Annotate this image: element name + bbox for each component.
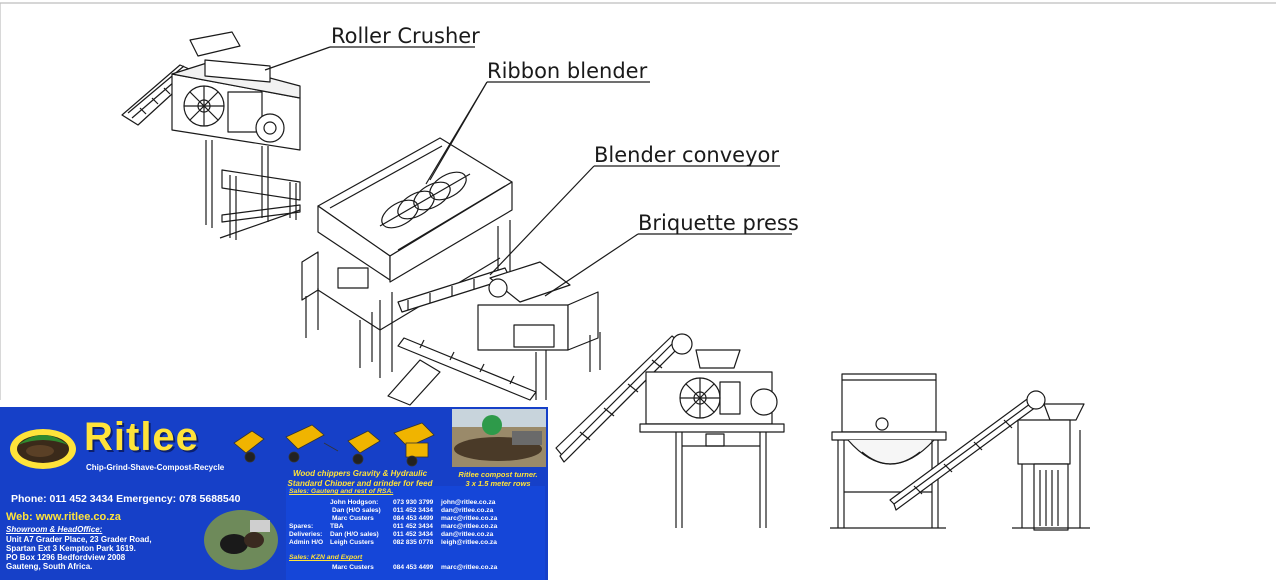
contact-name: Marc Custers xyxy=(332,564,374,571)
address-line-3: PO Box 1296 Bedfordview 2008 xyxy=(6,553,126,562)
contact-phone: 011 452 3434 xyxy=(393,531,433,538)
wood-chipper-images xyxy=(233,422,435,467)
brand-logo-text: Ritlee xyxy=(84,415,199,459)
ritlee-logo-icon xyxy=(10,429,76,469)
contact-row: Marc Custers 084 453 4499 marc@ritlee.co… xyxy=(289,515,545,523)
address-line-4: Gauteng, South Africa. xyxy=(6,562,93,571)
contact-row: Deliveries: Dan (H/O sales) 011 452 3434… xyxy=(289,531,545,539)
roller-crusher-drawing xyxy=(121,31,301,240)
callout-roller-crusher: Roller Crusher xyxy=(331,24,480,48)
contact-phone: 084 453 4499 xyxy=(393,564,434,571)
contact-name: Marc Custers xyxy=(332,515,374,522)
contact-phone: 073 930 3799 xyxy=(393,499,434,506)
compost-turner-photo xyxy=(452,409,546,467)
contact-email[interactable]: marc@ritlee.co.za xyxy=(441,523,498,530)
contact-name: John Hodgson: xyxy=(330,499,379,506)
turner-caption: Ritlee compost turner. 3 x 1.5 meter row… xyxy=(450,470,546,488)
blender-front-view-drawing xyxy=(830,373,947,529)
contact-name: Dan (H/O sales) xyxy=(330,531,379,538)
showroom-label: Showroom & HeadOffice: xyxy=(6,525,103,534)
callout-ribbon-blender: Ribbon blender xyxy=(487,59,648,83)
chipper-caption-line-2: Standard Chipper and grinder for feed xyxy=(287,479,433,488)
callout-briquette-press: Briquette press xyxy=(638,211,799,235)
contact-name: Leigh Custers xyxy=(330,539,374,546)
chipper-caption-line-1: Wood chippers Gravity & Hydraulic xyxy=(292,469,428,478)
contact-email[interactable]: dan@ritlee.co.za xyxy=(441,531,494,538)
contact-role: Spares: xyxy=(289,523,314,530)
website-line: Web: www.ritlee.co.za xyxy=(6,511,121,523)
phone-line: Phone: 011 452 3434 Emergency: 078 56885… xyxy=(11,493,241,505)
sales-kzn-heading: Sales: KZN and Export xyxy=(289,554,363,561)
contact-row: Dan (H/O sales) 011 452 3434 dan@ritlee.… xyxy=(289,507,545,515)
brand-tagline: Chip-Grind-Shave-Compost-Recycle xyxy=(86,463,225,472)
contact-name: TBA xyxy=(330,523,344,530)
address-line-2: Spartan Ext 3 Kempton Park 1619. xyxy=(6,544,136,553)
address-line-1: Unit A7 Grader Place, 23 Grader Road, xyxy=(6,535,152,544)
contact-row: Admin H/O Leigh Custers 082 835 0778 lei… xyxy=(289,539,545,547)
contact-role: Deliveries: xyxy=(289,531,323,538)
contact-phone: 082 835 0778 xyxy=(393,539,434,546)
contact-row: John Hodgson: 073 930 3799 john@ritlee.c… xyxy=(289,499,545,507)
contact-email[interactable]: leigh@ritlee.co.za xyxy=(441,539,497,546)
contact-role: Admin H/O xyxy=(289,539,324,546)
crusher-side-view-drawing xyxy=(555,333,785,528)
contact-name: Dan (H/O sales) xyxy=(332,507,381,514)
contact-email[interactable]: john@ritlee.co.za xyxy=(441,499,496,506)
contact-email[interactable]: marc@ritlee.co.za xyxy=(441,564,498,571)
chipper-caption: Wood chippers Gravity & Hydraulic Standa… xyxy=(276,469,444,489)
callout-blender-conveyor: Blender conveyor xyxy=(594,143,779,167)
contact-phone: 084 453 4499 xyxy=(393,515,434,522)
turner-caption-line-1: Ritlee compost turner. xyxy=(458,470,538,479)
press-front-view-drawing xyxy=(889,390,1090,531)
contact-row: Spares: TBA 011 452 3434 marc@ritlee.co.… xyxy=(289,523,545,531)
turner-caption-line-2: 3 x 1.5 meter rows xyxy=(465,479,531,488)
contacts-panel: Sales: Gauteng and rest of RSA. John Hod… xyxy=(286,486,545,580)
ritlee-advert-banner: Ritlee Chip-Grind-Shave-Compost-Recycle … xyxy=(0,407,548,580)
contact-row: Marc Custers 084 453 4499 marc@ritlee.co… xyxy=(289,564,545,572)
leader-roller-crusher-arrow xyxy=(264,46,331,71)
ribbon-blender-drawing xyxy=(301,137,513,378)
contact-phone: 011 452 3434 xyxy=(393,523,433,530)
briquette-press-drawing xyxy=(387,261,601,406)
sales-gauteng-heading: Sales: Gauteng and rest of RSA. xyxy=(289,488,394,495)
contact-email[interactable]: dan@ritlee.co.za xyxy=(441,507,494,514)
contact-email[interactable]: marc@ritlee.co.za xyxy=(441,515,498,522)
contact-phone: 011 452 3434 xyxy=(393,507,433,514)
cattle-photo xyxy=(204,510,278,570)
